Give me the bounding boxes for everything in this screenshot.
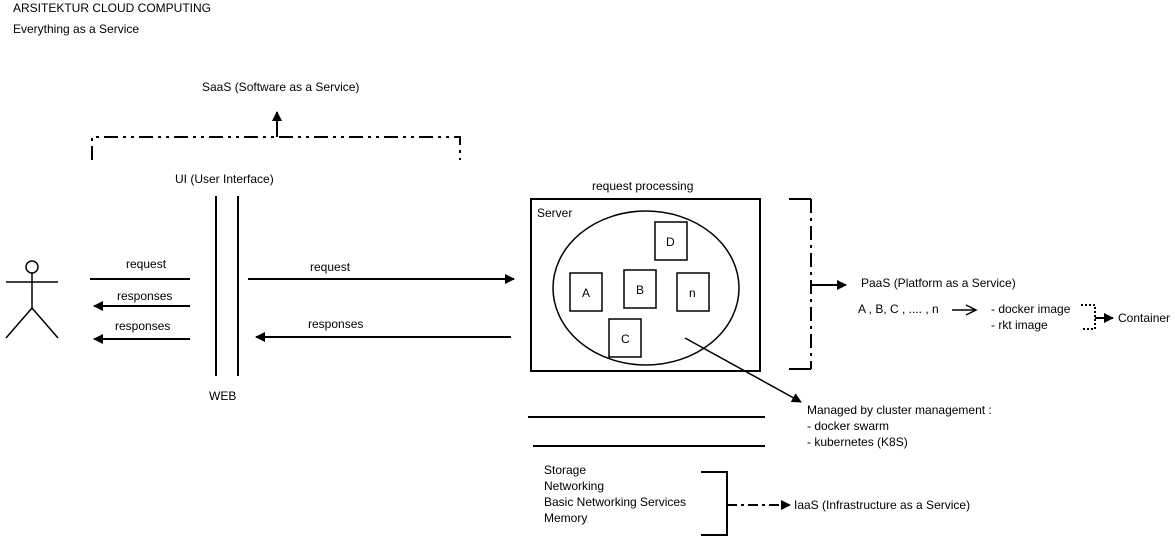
iaas-item-networking: Networking: [544, 479, 605, 493]
paas-apps-label: A , B, C , .... , n: [858, 302, 939, 316]
saas-bracket: [91, 111, 461, 160]
client-responses-label-2: responses: [115, 319, 171, 333]
node-n-box: [676, 272, 710, 312]
node-d-label: D: [666, 235, 675, 249]
diagram-title: ARSITEKTUR CLOUD COMPUTING: [13, 1, 212, 15]
paas-label: PaaS (Platform as a Service): [861, 276, 1016, 290]
node-d-box: [654, 221, 688, 261]
iaas-bracket: [701, 471, 791, 536]
web-label: WEB: [209, 389, 237, 403]
node-a-box: [569, 272, 603, 312]
iaas-label: IaaS (Infrastructure as a Service): [794, 498, 971, 512]
diagram-subtitle: Everything as a Service: [13, 22, 140, 36]
apps-to-images-arrow: [952, 304, 978, 316]
request-processing-label: request processing: [592, 179, 694, 193]
server-box: [530, 198, 761, 372]
user-actor-icon: [5, 260, 59, 339]
node-n-label: n: [689, 286, 696, 300]
paas-bracket: [789, 198, 847, 370]
node-b-box: [623, 269, 657, 309]
cluster-arrow: [684, 337, 802, 403]
node-a-label: A: [582, 286, 591, 300]
server-responses-label: responses: [308, 317, 364, 331]
ui-label: UI (User Interface): [175, 172, 274, 186]
node-c-label: C: [621, 332, 630, 346]
client-responses-label-1: responses: [117, 289, 173, 303]
server-arrows: [248, 274, 515, 342]
saas-label: SaaS (Software as a Service): [202, 80, 360, 94]
container-images-list: - docker image - rkt image: [991, 302, 1071, 332]
images-bracket: [1081, 304, 1114, 330]
web-channel-lines: [215, 196, 239, 376]
infrastructure-lines: [528, 416, 765, 447]
cluster-management-text: Managed by cluster management : - docker…: [807, 403, 992, 449]
cluster-ellipse: [552, 210, 740, 366]
iaas-item-storage: Storage: [544, 463, 587, 477]
server-label: Server: [537, 206, 573, 220]
client-request-label: request: [126, 257, 167, 271]
container-label: Container: [1118, 311, 1171, 325]
iaas-item-memory: Memory: [544, 511, 588, 525]
client-arrows: [90, 278, 190, 344]
node-b-label: B: [636, 283, 645, 297]
iaas-item-basic-networking-services: Basic Networking Services: [544, 495, 687, 509]
node-c-box: [608, 318, 642, 358]
server-request-label: request: [310, 260, 351, 274]
